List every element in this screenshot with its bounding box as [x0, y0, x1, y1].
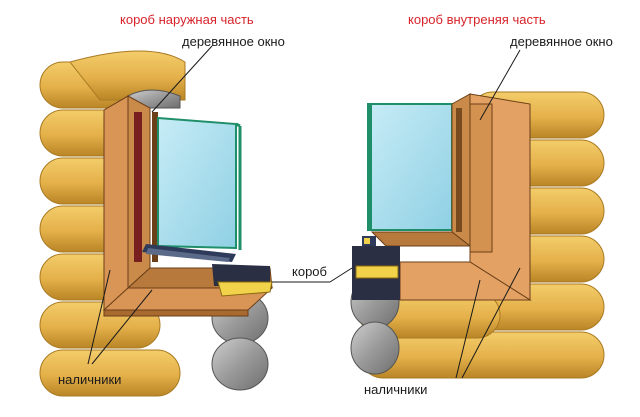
right-trim-label: наличники [364, 382, 427, 397]
left-leaders [87, 45, 213, 365]
right-box-casing [370, 93, 472, 248]
left-exterior-view: короб наружная часть деревянное окно нал… [39, 12, 285, 397]
left-trim-frame [102, 95, 274, 317]
right-title: короб внутреняя часть [408, 12, 546, 27]
center-box-callout: короб [272, 264, 353, 283]
left-window-label: деревянное окно [182, 34, 285, 49]
left-window-glass [157, 116, 242, 250]
right-trim-frame [399, 93, 532, 301]
right-window-label: деревянное окно [510, 34, 613, 49]
left-sill [142, 244, 273, 297]
right-interior-view: короб внутреняя часть деревянное окно на… [350, 12, 613, 397]
right-leaders [455, 49, 521, 379]
left-trim-label: наличники [58, 372, 121, 387]
center-box-label: короб [292, 264, 327, 279]
right-sill [352, 236, 400, 300]
left-title: короб наружная часть [120, 12, 254, 27]
right-window-glass [367, 103, 453, 231]
